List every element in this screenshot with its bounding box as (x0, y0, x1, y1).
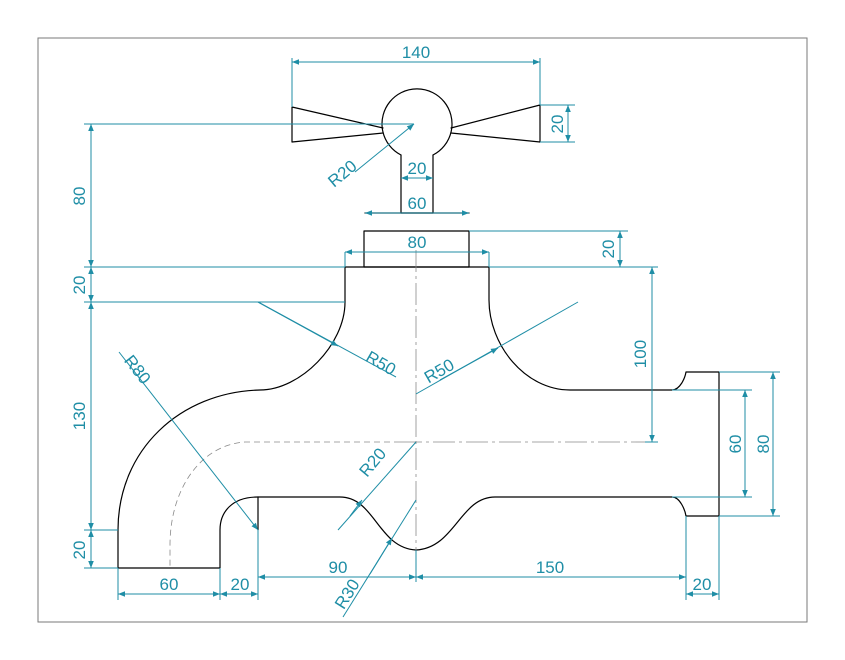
dim-body-height: 130 (70, 402, 89, 430)
dim-pipe-width: 60 (160, 575, 179, 594)
dim-spout-drop: 100 (631, 340, 650, 368)
center-lines (169, 250, 645, 580)
dim-nut-width: 60 (408, 194, 427, 213)
dim-handle-end-height: 20 (548, 115, 567, 134)
dim-handle-width: 140 (402, 43, 430, 62)
drawing-frame (37, 37, 808, 623)
dim-flange-width: 80 (408, 233, 427, 252)
dim-elbow-radius: R80 (120, 351, 154, 387)
dim-stem-width: 20 (408, 159, 427, 178)
body-outline (117, 266, 720, 569)
dim-left-radius: R50 (362, 347, 399, 379)
dim-flange-height: 20 (599, 240, 618, 259)
dim-top-height: 80 (70, 187, 89, 206)
dim-bottom-radius: R30 (331, 576, 364, 613)
dim-right-span: 150 (536, 558, 564, 577)
dim-spout-lip: 20 (693, 575, 712, 594)
dim-left-span: 90 (329, 558, 348, 577)
dim-body-shoulder: 20 (70, 276, 89, 295)
dim-right-radius: R50 (421, 355, 458, 387)
dim-spout-outer: 80 (754, 435, 773, 454)
dim-inner-radius: R20 (355, 444, 390, 480)
dim-hub-radius: R20 (324, 156, 360, 191)
dim-base-height: 20 (70, 541, 89, 560)
hidden-bore (169, 441, 400, 568)
handle-hub (381, 88, 453, 156)
handle-lever-right (450, 104, 541, 143)
dim-spout-bore: 60 (726, 435, 745, 454)
dim-pipe-wall: 20 (231, 575, 250, 594)
dimensions: 140 20 R20 20 60 80 20 80 20 (70, 43, 780, 618)
